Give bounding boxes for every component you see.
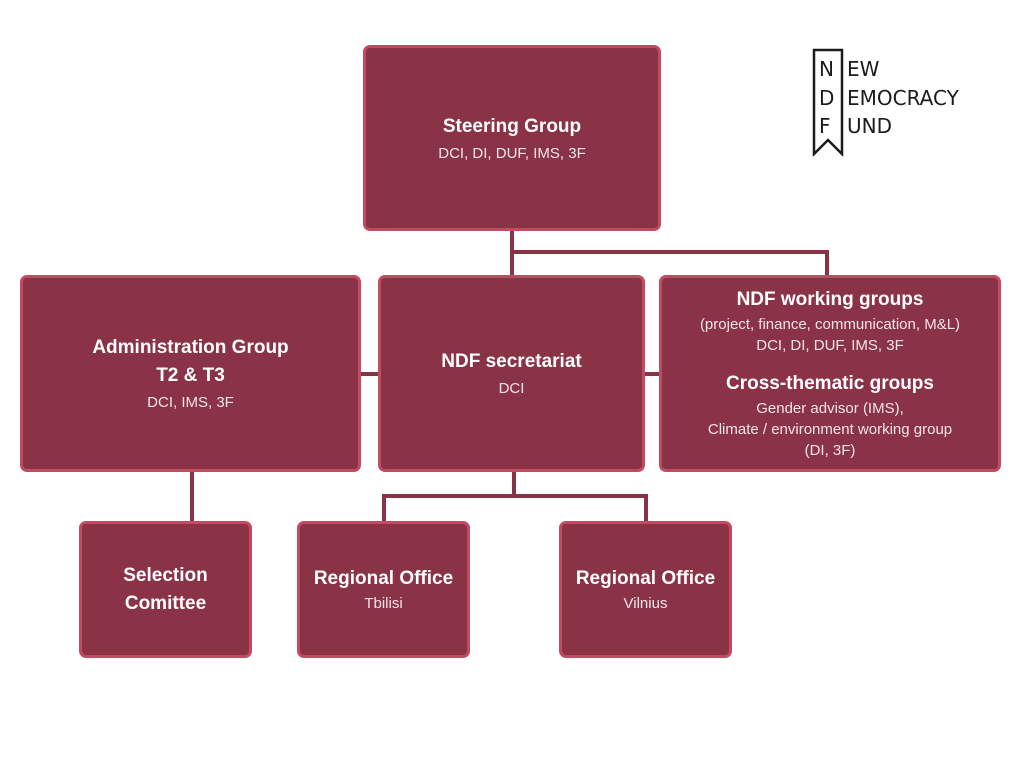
regional-office-vilnius-city: Vilnius bbox=[623, 595, 668, 612]
cross-thematic-title: Cross-thematic groups bbox=[726, 373, 934, 394]
logo-initial-f: F bbox=[819, 114, 831, 138]
selection-committee-title-1: Selection bbox=[123, 564, 208, 586]
steering-group-title: Steering Group bbox=[442, 115, 582, 137]
steering-group-members: DCI, DI, DUF, IMS, 3F bbox=[438, 144, 586, 162]
working-groups-members: DCI, DI, DUF, IMS, 3F bbox=[756, 337, 904, 354]
logo-initial-d: D bbox=[819, 86, 835, 110]
regional-office-tbilisi-box: Regional Office Tbilisi bbox=[297, 521, 470, 658]
logo-ribbon-icon bbox=[812, 48, 844, 158]
regional-office-vilnius-title: Regional Office bbox=[575, 568, 716, 589]
logo-rest-ew: EW bbox=[847, 57, 880, 81]
selection-committee-box: Selection Comittee bbox=[79, 521, 252, 658]
working-groups-title: NDF working groups bbox=[736, 289, 924, 310]
working-groups-box: NDF working groups (project, finance, co… bbox=[659, 275, 1001, 472]
cross-thematic-climate: Climate / environment working group bbox=[707, 421, 953, 438]
administration-group-title: Administration Group bbox=[92, 337, 289, 358]
regional-office-vilnius-box: Regional Office Vilnius bbox=[559, 521, 732, 658]
selection-committee-title-2: Comittee bbox=[124, 592, 207, 614]
logo-line-fund: F UND bbox=[819, 116, 892, 136]
administration-group-tiers: T2 & T3 bbox=[156, 365, 225, 386]
regional-office-tbilisi-city: Tbilisi bbox=[364, 595, 403, 612]
cross-thematic-gender: Gender advisor (IMS), bbox=[756, 400, 904, 417]
logo-rest-emocracy: EMOCRACY bbox=[847, 86, 959, 110]
working-groups-areas: (project, finance, communication, M&L) bbox=[699, 316, 961, 333]
logo-rest-und: UND bbox=[847, 114, 892, 138]
logo-line-new: N EW bbox=[819, 59, 879, 79]
ndf-secretariat-title: NDF secretariat bbox=[441, 351, 582, 372]
logo-initial-n: N bbox=[819, 57, 834, 81]
regional-office-tbilisi-title: Regional Office bbox=[313, 568, 454, 589]
administration-group-box: Administration Group T2 & T3 DCI, IMS, 3… bbox=[20, 275, 361, 472]
administration-group-members: DCI, IMS, 3F bbox=[147, 394, 234, 411]
ndf-logo: N EW D EMOCRACY F UND bbox=[812, 48, 992, 158]
ndf-secretariat-members: DCI bbox=[498, 380, 525, 397]
steering-group-box: Steering Group DCI, DI, DUF, IMS, 3F bbox=[363, 45, 661, 231]
cross-thematic-members: (DI, 3F) bbox=[804, 442, 856, 459]
logo-line-democracy: D EMOCRACY bbox=[819, 88, 959, 108]
ndf-secretariat-box: NDF secretariat DCI bbox=[378, 275, 645, 472]
